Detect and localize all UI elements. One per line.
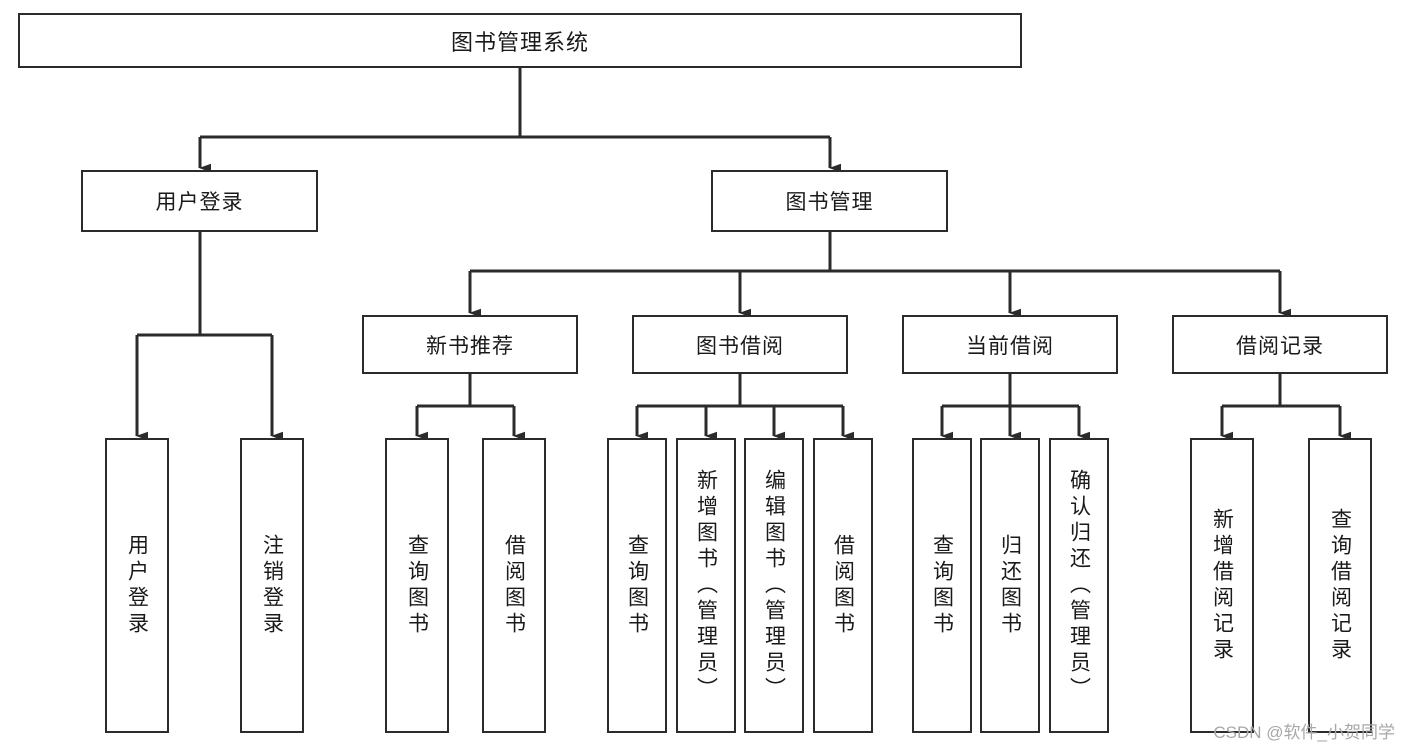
node-leaf-logout-login[interactable]: 注销登录 bbox=[240, 438, 304, 733]
node-root[interactable]: 图书管理系统 bbox=[18, 13, 1022, 68]
node-leaf-add-book[interactable]: 新增图书（管理员） bbox=[676, 438, 736, 733]
node-leaf-borrow-book-1[interactable]: 借阅图书 bbox=[482, 438, 546, 733]
node-book-management[interactable]: 图书管理 bbox=[711, 170, 948, 232]
node-leaf-query-book-1[interactable]: 查询图书 bbox=[385, 438, 449, 733]
node-borrow-record[interactable]: 借阅记录 bbox=[1172, 315, 1388, 374]
node-current-borrow[interactable]: 当前借阅 bbox=[902, 315, 1118, 374]
node-leaf-edit-book[interactable]: 编辑图书（管理员） bbox=[744, 438, 804, 733]
node-leaf-borrow-book-2[interactable]: 借阅图书 bbox=[813, 438, 873, 733]
node-user-login[interactable]: 用户登录 bbox=[81, 170, 318, 232]
node-leaf-query-book-3[interactable]: 查询图书 bbox=[912, 438, 972, 733]
node-leaf-query-record[interactable]: 查询借阅记录 bbox=[1308, 438, 1372, 733]
node-leaf-confirm-return[interactable]: 确认归还（管理员） bbox=[1049, 438, 1109, 733]
watermark-text: CSDN @软件_小贺同学 bbox=[1213, 723, 1395, 742]
node-leaf-add-record[interactable]: 新增借阅记录 bbox=[1190, 438, 1254, 733]
node-leaf-user-login[interactable]: 用户登录 bbox=[105, 438, 169, 733]
node-leaf-return-book[interactable]: 归还图书 bbox=[980, 438, 1040, 733]
node-leaf-query-book-2[interactable]: 查询图书 bbox=[607, 438, 667, 733]
node-new-book-recommend[interactable]: 新书推荐 bbox=[362, 315, 578, 374]
node-book-borrow[interactable]: 图书借阅 bbox=[632, 315, 848, 374]
